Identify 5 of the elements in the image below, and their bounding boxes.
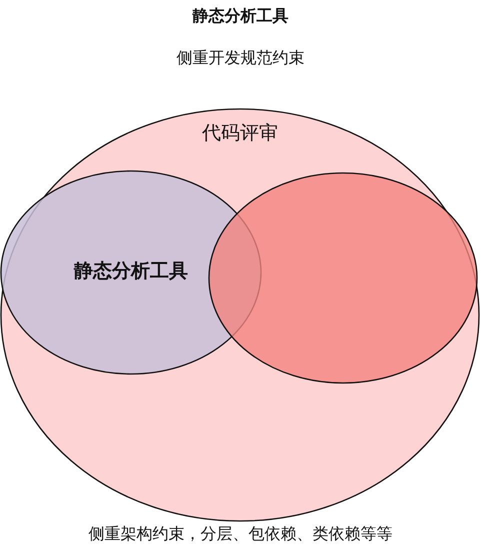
heading: 静态分析工具 [191, 6, 290, 27]
set-label: 静态分析工具 [72, 259, 189, 284]
description-text: 侧重开发规范约束 [176, 48, 306, 69]
set-label: 代码评审 [201, 121, 279, 146]
description-text: 侧重架构约束，分层、包依赖、类依赖等等 [88, 524, 394, 545]
